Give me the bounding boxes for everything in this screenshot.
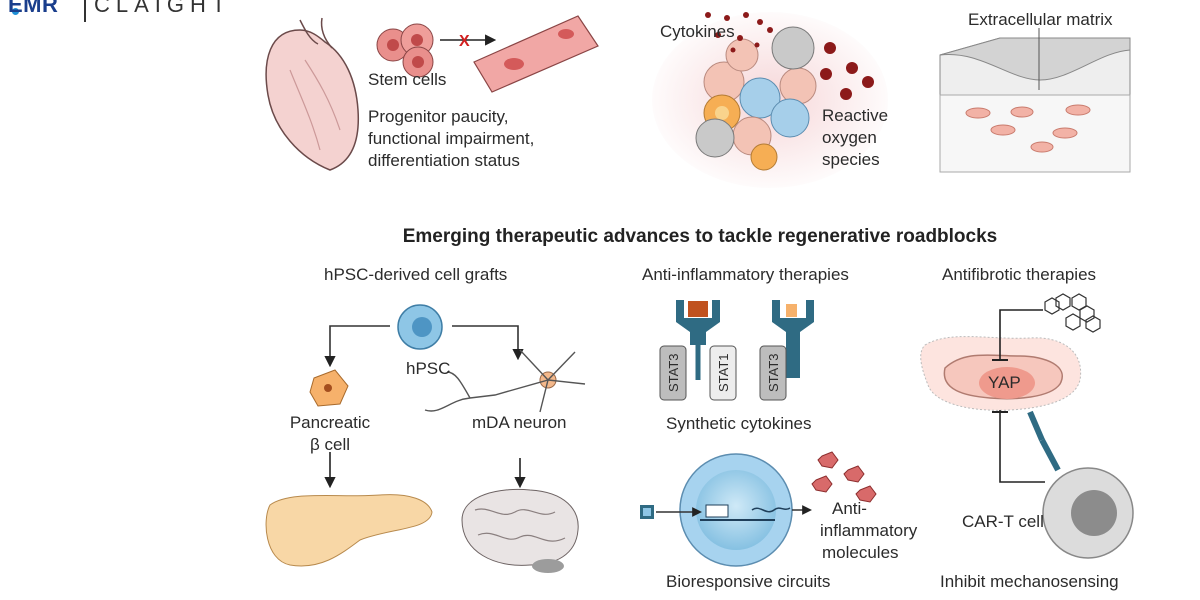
molecules-line-1: Anti- [832, 499, 867, 518]
stem-cells-cluster: X [376, 15, 599, 93]
inhibit-mechanosensing-label: Inhibit mechanosensing [940, 572, 1119, 591]
antifibrotic-art [920, 293, 1134, 559]
section-heading: Emerging therapeutic advances to tackle … [402, 226, 998, 247]
ecm-label: Extracellular matrix [968, 10, 1113, 29]
progenitor-line-2: functional impairment, [368, 129, 535, 148]
logo-secondary: CLAIGHT [94, 0, 232, 17]
anti-inflammatory-title: Anti-inflammatory therapies [642, 265, 849, 284]
ros-line-2: oxygen [822, 128, 877, 147]
synthetic-cytokines-label: Synthetic cytokines [666, 414, 812, 433]
progenitor-line-1: Progenitor paucity, [368, 107, 509, 126]
antifibrotic-title: Antifibrotic therapies [942, 265, 1097, 284]
bioresponsive-circuits-label: Bioresponsive circuits [666, 572, 831, 591]
extracellular-matrix-block [939, 28, 1131, 173]
hpsc-label: hPSC [406, 359, 451, 378]
beta-line-2: β cell [309, 435, 350, 454]
cytokines-label: Cytokines [660, 22, 735, 41]
molecules-line-3: molecules [822, 543, 899, 562]
inflammation-cluster [652, 12, 888, 188]
heart-illustration [265, 17, 360, 171]
molecules-line-2: inflammatory [820, 521, 918, 540]
stat3-label-1: STAT3 [666, 353, 681, 392]
logo-divider [84, 0, 86, 22]
ros-line-1: Reactive [822, 106, 889, 125]
progenitor-line-3: differentiation status [368, 151, 520, 170]
svg-text:X: X [459, 33, 470, 50]
yap-label: YAP [988, 373, 1021, 392]
stat3-label-2: STAT3 [766, 353, 781, 392]
grafts-title: hPSC-derived cell grafts [324, 265, 508, 284]
neuron-label: mDA neuron [472, 413, 567, 432]
logo-dot-icon [12, 8, 19, 15]
ros-line-3: species [822, 150, 880, 169]
beta-line-1: Pancreatic [289, 413, 371, 432]
car-t-label: CAR-T cell [962, 512, 1044, 531]
stem-cells-label: Stem cells [368, 70, 447, 89]
anti-inflammatory-art [640, 300, 877, 567]
hpsc-grafts-art [265, 304, 586, 573]
logo-primary: EMR [8, 0, 59, 17]
stat1-label: STAT1 [716, 353, 731, 392]
